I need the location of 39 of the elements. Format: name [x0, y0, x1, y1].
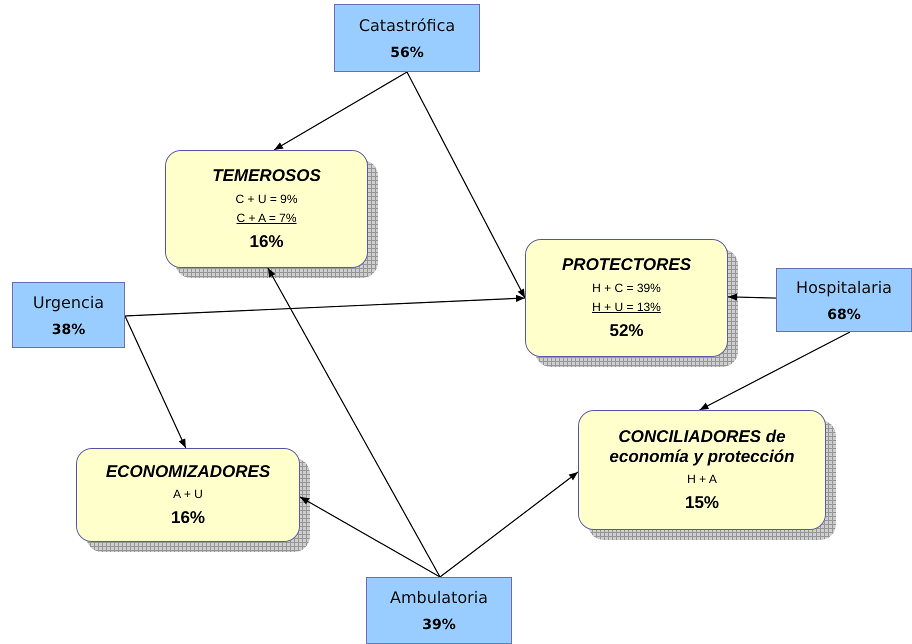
- coverage-name: Hospitalaria: [796, 278, 892, 296]
- percentage: 68%: [827, 306, 861, 322]
- coverage-box: [776, 268, 912, 332]
- combination-formula: C + U = 9%: [235, 190, 298, 208]
- segment-title: PROTECTORES: [562, 255, 692, 276]
- percentage: 52%: [609, 320, 644, 341]
- arrow: [267, 268, 441, 578]
- combination-formula: H + C = 39%: [592, 280, 661, 296]
- segment-box: [165, 150, 368, 268]
- segment-title: TEMEROSOS: [212, 166, 321, 186]
- arrow: [440, 472, 578, 578]
- percentage: 15%: [684, 493, 720, 514]
- arrow: [124, 316, 186, 448]
- segment-box: [578, 410, 826, 530]
- arrow: [274, 71, 408, 151]
- arrow: [699, 331, 850, 411]
- combination-formula: A + U: [173, 486, 203, 504]
- arrow: [124, 294, 526, 317]
- arrow: [728, 293, 776, 301]
- segment-box: [76, 448, 300, 542]
- coverage-name: Urgencia: [32, 292, 104, 312]
- arrow: [300, 496, 440, 578]
- segment-title: ECONOMIZADORES: [106, 462, 270, 482]
- segment-title: CONCILIADORES de economía y protección: [608, 426, 796, 468]
- coverage-name: Ambulatoria: [390, 588, 488, 607]
- combination-formula: C + A = 7%: [236, 210, 297, 227]
- percentage: 16%: [249, 232, 284, 252]
- coverage-box: [334, 4, 480, 72]
- combination-formula: H + A: [687, 471, 717, 488]
- percentage: 39%: [422, 617, 456, 633]
- percentage: 56%: [390, 44, 424, 60]
- coverage-box: [12, 282, 125, 348]
- percentage: 16%: [170, 508, 206, 528]
- percentage: 38%: [52, 322, 86, 338]
- coverage-name: Catastrófica: [358, 16, 456, 34]
- segment-box: [525, 239, 728, 357]
- coverage-box: [366, 577, 512, 644]
- combination-formula: H + U = 13%: [592, 298, 661, 316]
- arrow: [406, 72, 526, 298]
